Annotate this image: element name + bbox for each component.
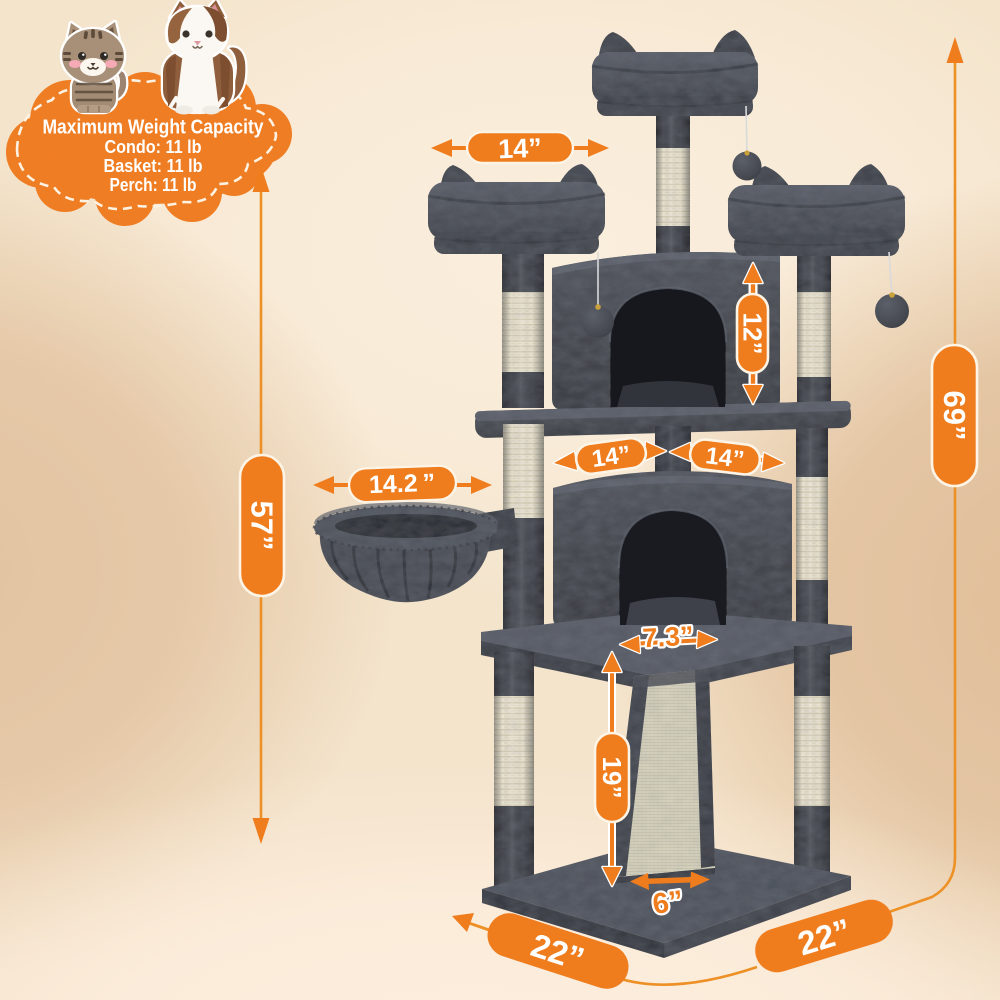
svg-text:14”: 14” [704, 442, 746, 474]
svg-text:69”: 69” [937, 391, 972, 441]
svg-text:57”: 57” [245, 501, 280, 551]
svg-text:14.2 ”: 14.2 ” [368, 469, 435, 499]
svg-text:6”: 6” [651, 885, 686, 921]
svg-text:14”: 14” [590, 441, 632, 473]
svg-text:19”: 19” [597, 757, 627, 799]
svg-text:Condo: 11 lb: Condo: 11 lb [105, 136, 202, 157]
svg-text:12”: 12” [738, 313, 768, 355]
svg-text:Perch: 11 lb: Perch: 11 lb [110, 174, 197, 195]
svg-text:Maximum Weight Capacity: Maximum Weight Capacity [43, 117, 265, 139]
svg-text:14”: 14” [498, 133, 543, 165]
svg-text:Basket: 11 lb: Basket: 11 lb [104, 155, 203, 176]
svg-text:7.3”: 7.3” [642, 621, 695, 654]
